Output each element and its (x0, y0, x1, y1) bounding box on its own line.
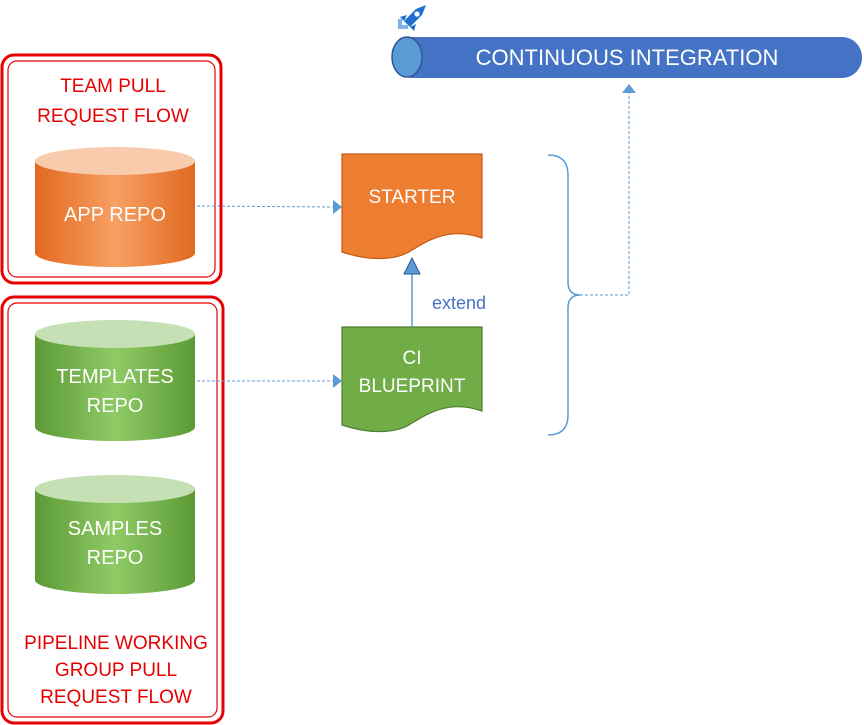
ci-banner: CONTINUOUS INTEGRATION (391, 36, 862, 78)
team-pull-request-group: TEAM PULL REQUEST FLOW (0, 53, 223, 285)
samples-repo-label-line2: REPO (87, 547, 144, 569)
templates-repo-to-blueprint-connector (197, 374, 342, 388)
templates-repo-label-line1: TEMPLATES (56, 366, 173, 388)
app-repo-to-starter-connector (196, 200, 342, 214)
starter-document[interactable]: STARTER (341, 153, 483, 260)
grouping-brace (547, 154, 581, 436)
brace-to-ci-connector (580, 84, 636, 296)
ci-blueprint-label-line1: CI (403, 348, 422, 369)
extend-connector: extend (403, 256, 486, 327)
ci-blueprint-label-line2: BLUEPRINT (359, 376, 466, 397)
templates-repo-label-line2: REPO (87, 395, 144, 417)
starter-label: STARTER (369, 187, 456, 208)
ci-blueprint-document[interactable]: CI BLUEPRINT (341, 326, 483, 433)
team-group-title-line1: TEAM PULL (60, 76, 166, 97)
templates-repo-cylinder[interactable]: TEMPLATES REPO (35, 320, 195, 441)
samples-repo-label-line1: SAMPLES (68, 518, 162, 540)
ci-banner-label: CONTINUOUS INTEGRATION (476, 45, 779, 70)
extend-label: extend (432, 293, 486, 313)
ci-banner-bar (392, 37, 862, 78)
app-repo-cylinder[interactable]: APP REPO (35, 147, 195, 267)
azure-pipelines-rocket-icon (398, 5, 426, 31)
app-repo-label: APP REPO (64, 204, 166, 226)
samples-repo-cylinder[interactable]: SAMPLES REPO (35, 475, 195, 594)
pipeline-group-title-line2: GROUP PULL (55, 660, 177, 681)
team-group-title-line2: REQUEST FLOW (37, 106, 189, 127)
pipeline-group-title-line3: REQUEST FLOW (40, 687, 192, 708)
pipeline-working-group: PIPELINE WORKING GROUP PULL REQUEST FLOW (0, 295, 225, 725)
ci-banner-cap (391, 36, 423, 78)
pipeline-group-title-line1: PIPELINE WORKING (24, 633, 208, 654)
